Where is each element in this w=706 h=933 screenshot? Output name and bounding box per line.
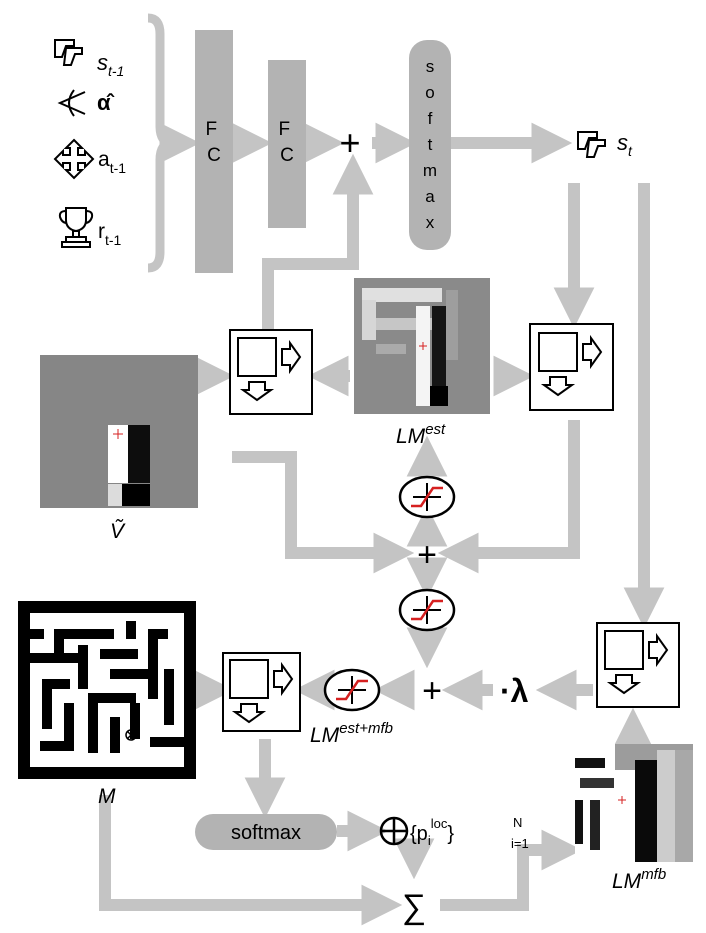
state-label: st-1 — [97, 50, 124, 79]
v-tilde-label: Ṽ — [110, 519, 126, 543]
arrow-shift-to-plus-mid — [437, 420, 580, 574]
softmax-bottom-block: softmax — [195, 814, 337, 850]
lm-est-image — [354, 278, 490, 414]
inputs-group: st-1 α̂ at-1 rt-1 — [53, 13, 173, 273]
p-loc-label: {piloc} — [410, 816, 454, 848]
fc2-char-1: C — [280, 145, 294, 166]
shift-block-bottom-left — [222, 652, 301, 732]
plus-bottom: + — [422, 672, 442, 710]
svg-text:softmax: softmax — [423, 57, 437, 232]
lm-mfb-image — [575, 744, 693, 862]
v-tilde-image — [40, 355, 198, 508]
fc2-char-0: F — [279, 119, 291, 140]
softmax-vertical-char: m — [423, 161, 437, 180]
reward-label: rt-1 — [98, 220, 122, 248]
fc1-block: F C — [195, 30, 233, 273]
lm-mfb-label: LMmfb — [612, 866, 666, 893]
action-label: at-1 — [98, 148, 126, 176]
input-brace — [147, 13, 173, 273]
lambda-label: ·λ — [500, 673, 529, 709]
connector-arrows — [99, 122, 665, 926]
svg-text:softmax: softmax — [231, 822, 301, 844]
maze-label: M — [98, 785, 116, 808]
arrow-maze-to-sum — [99, 795, 403, 926]
svg-text:F C: F C — [206, 119, 223, 166]
arrow-sum-to-lmmfb — [440, 829, 583, 911]
shift-block-top-right — [529, 323, 614, 411]
move-arrows-icon — [53, 138, 95, 180]
arrow-shift-to-plus — [262, 153, 374, 330]
lm-est-label: LMest — [396, 421, 446, 448]
softmax-vertical-char: a — [425, 187, 435, 206]
state-out-label: st — [617, 130, 633, 159]
softmax-vertical-char: o — [425, 83, 434, 102]
arrow-vtilde-to-plus — [232, 451, 415, 574]
lm-est-mfb-label: LMest+mfb — [310, 720, 393, 747]
svg-text:F C: F C — [279, 119, 296, 166]
trophy-icon — [58, 207, 94, 248]
softmax-vertical-char: f — [428, 109, 433, 128]
softmax-vertical-char: x — [426, 213, 435, 232]
sum-symbol: ∑ — [402, 888, 426, 926]
sigmoid-mid — [398, 588, 456, 632]
p-loc-range-sup: N — [513, 815, 522, 830]
maze-image — [18, 601, 196, 779]
plus-top: + — [339, 122, 360, 163]
fc2-block: F C — [268, 60, 306, 228]
alpha-label: α̂ — [97, 90, 115, 115]
softmax-vertical-char: s — [426, 57, 435, 76]
fc1-char-1: C — [207, 145, 221, 166]
p-loc-range-sub: i=1 — [511, 836, 529, 851]
sigmoid-bottom — [323, 668, 381, 712]
state-out-icon — [577, 131, 606, 158]
oplus-icon — [379, 816, 409, 846]
softmax-vertical-char: t — [428, 135, 433, 154]
eye-icon — [57, 89, 86, 117]
shift-block-top-left — [229, 329, 313, 415]
sigmoid-top — [398, 475, 456, 519]
plus-mid: + — [417, 536, 437, 574]
fc1-char-0: F — [206, 119, 218, 140]
shift-block-bottom-right — [596, 622, 680, 708]
state-icon — [54, 39, 83, 66]
